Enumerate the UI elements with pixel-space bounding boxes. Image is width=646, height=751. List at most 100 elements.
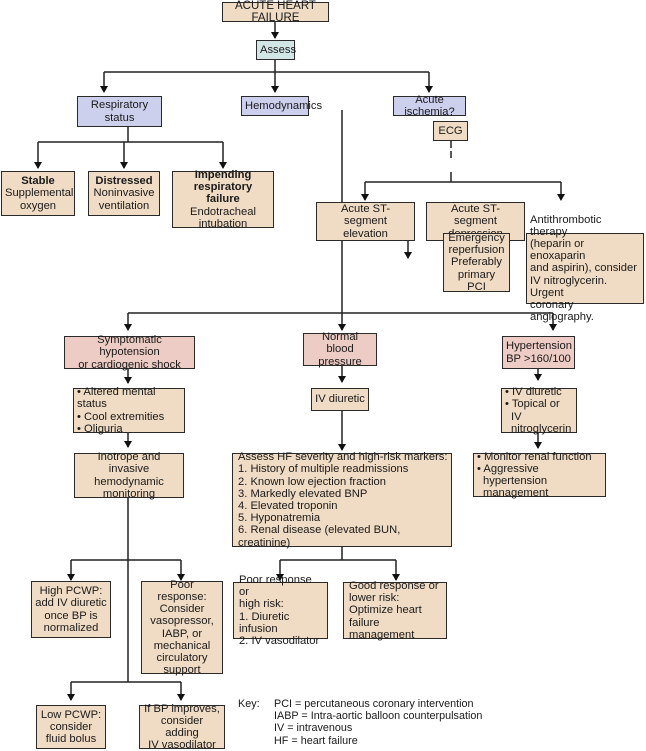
label-line: Acute ST-segment bbox=[340, 203, 391, 228]
label-line: monitoring bbox=[102, 487, 156, 500]
label-line: Antithrombotic therapy bbox=[530, 213, 602, 238]
label-line: IABP, or bbox=[161, 627, 203, 640]
list-item: 2. Known low ejection fraction bbox=[238, 475, 387, 488]
key-label: Key: bbox=[238, 698, 260, 710]
high-pcwp-node: High PCWP: add IV diuretic once BP is no… bbox=[31, 581, 111, 638]
option-line: intubation bbox=[198, 217, 248, 230]
label-line: fluid bolus bbox=[45, 733, 97, 746]
normal-bp-node: Normal blood pressure bbox=[303, 331, 377, 368]
acute-ischemia-node: Acute ischemia? bbox=[393, 94, 466, 118]
option-heading: Stable bbox=[21, 175, 55, 188]
label-line: IV nitroglycerin. Urgent bbox=[530, 274, 608, 299]
label-line: Emergency bbox=[448, 232, 505, 244]
option-heading: Impending respiratory failure bbox=[193, 169, 253, 206]
inotrope-node: Inotrope and invasive hemodynamic monito… bbox=[74, 451, 184, 500]
option-line: Endotracheal bbox=[190, 205, 256, 218]
option-line: Noninvasive bbox=[93, 187, 155, 200]
ecg-node: ECG bbox=[433, 121, 468, 141]
label-line: Symptomatic hypotension bbox=[97, 334, 162, 359]
label-line: Hemodynamics bbox=[245, 99, 323, 112]
label-line: reperfusion bbox=[448, 244, 505, 257]
list-item: 5. Hyponatremia bbox=[238, 512, 321, 525]
label-line: Preferably bbox=[451, 256, 502, 269]
label-line: BP >160/100 bbox=[506, 352, 571, 365]
emergency-reperfusion-node: Emergency reperfusion Preferably primary… bbox=[443, 232, 510, 293]
st-elevation-node: Acute ST-segment elevation bbox=[316, 202, 415, 241]
label-line: pressure bbox=[318, 355, 362, 368]
label-line: 2. IV vasodilator bbox=[239, 634, 320, 647]
legend-key: Key: PCI = percutaneous coronary interven… bbox=[238, 698, 482, 747]
label-line: Optimize heart bbox=[349, 604, 422, 617]
label-line: consider bbox=[49, 720, 93, 733]
hypertension-node: Hypertension BP >160/100 bbox=[502, 336, 575, 369]
label-line: Inotrope and invasive bbox=[97, 451, 161, 476]
label-line: primary PCI bbox=[457, 268, 496, 293]
label-line: consider adding bbox=[160, 714, 204, 739]
label-line: coronary angiography. bbox=[530, 299, 594, 324]
label-line: once BP is bbox=[44, 609, 98, 622]
stable-node: Stable Supplemental oxygen bbox=[1, 171, 75, 216]
title-node: ACUTE HEART FAILURE bbox=[222, 0, 329, 24]
hypotension-signs-node: • Altered mental status • Cool extremiti… bbox=[73, 386, 185, 435]
label-line: Respiratory bbox=[90, 99, 149, 112]
bullet-item: • Altered mental status bbox=[77, 386, 156, 411]
option-line: ventilation bbox=[98, 199, 150, 212]
label-line: status bbox=[104, 111, 135, 124]
respiratory-status-node: Respiratory status bbox=[77, 96, 162, 127]
option-line: oxygen bbox=[19, 199, 57, 212]
label-line: 1. Diuretic infusion bbox=[239, 610, 290, 635]
label-line: Acute ST-segment bbox=[450, 203, 501, 228]
option-line: Supplemental bbox=[5, 187, 74, 200]
hypertension-followup-node: • Monitor renal function • Aggressive hy… bbox=[473, 450, 606, 500]
label-line: ECG bbox=[438, 124, 463, 137]
label-line: Hypertension bbox=[506, 340, 572, 353]
st-depression-node: Acute ST-segment depression bbox=[426, 202, 525, 241]
label-line: Poor response: bbox=[157, 578, 207, 603]
label-line: lower risk: bbox=[349, 592, 400, 605]
label-line: High PCWP: bbox=[39, 585, 103, 598]
bullet-text: Aggressive hypertension management bbox=[483, 462, 549, 500]
good-response-node: Good response or lower risk: Optimize he… bbox=[343, 580, 447, 641]
poor-response-high-risk-node: Poor response or high risk: 1. Diuretic … bbox=[233, 574, 328, 647]
bullet-item: • Monitor renal function bbox=[477, 450, 592, 463]
label-line: hemodynamic bbox=[94, 475, 164, 488]
label-line: Normal blood bbox=[321, 331, 359, 356]
key-entry: PCI = percutaneous coronary intervention bbox=[274, 698, 474, 710]
assess-node: Assess bbox=[256, 40, 297, 60]
list-item: 1. History of multiple readmissions bbox=[238, 463, 409, 476]
bullet-text: Topical or IV nitroglycerin bbox=[511, 398, 572, 435]
label-line: If BP improves, bbox=[144, 702, 220, 715]
low-pcwp-node: Low PCWP: consider fluid bolus bbox=[36, 705, 106, 749]
bullet-item: • Oliguria bbox=[77, 422, 123, 435]
label-line: elevation bbox=[343, 227, 388, 240]
bullet-item: • Topical or IV nitroglycerin bbox=[505, 398, 572, 435]
hypotension-node: Symptomatic hypotension or cardiogenic s… bbox=[64, 334, 195, 371]
label-line: circulatory bbox=[156, 651, 208, 664]
label-line: (heparin or enoxaparin bbox=[530, 238, 586, 263]
bullet-text: IV diuretic bbox=[512, 386, 562, 399]
label-line: or cardiogenic shock bbox=[78, 358, 181, 371]
label-line: support bbox=[163, 664, 201, 677]
label-line: mechanical bbox=[153, 639, 211, 652]
poor-response-vasopressor-node: Poor response: Consider vasopressor, IAB… bbox=[141, 578, 223, 677]
bullet-item: • Aggressive hypertension management bbox=[477, 462, 549, 500]
antithrombotic-node: Antithrombotic therapy (heparin or enoxa… bbox=[526, 214, 644, 323]
key-entry: IV = intravenous bbox=[274, 722, 353, 735]
title-text: ACUTE HEART FAILURE bbox=[235, 0, 316, 24]
list-item: 6. Renal disease (elevated BUN, creatini… bbox=[238, 524, 401, 549]
bullet-item: • Cool extremities bbox=[77, 410, 165, 423]
assess-text: Assess bbox=[260, 43, 297, 56]
label-line: and aspirin), consider bbox=[530, 262, 637, 275]
list-item: 4. Elevated troponin bbox=[238, 500, 338, 512]
bp-improves-node: If BP improves, consider adding IV vasod… bbox=[139, 702, 225, 751]
iv-diuretic-node: IV diuretic bbox=[311, 388, 369, 411]
bullet-item: • IV diuretic bbox=[505, 386, 562, 399]
key-entry: HF = heart failure bbox=[274, 734, 358, 747]
bullet-text: Monitor renal function bbox=[484, 450, 592, 463]
assess-hf-severity-node: Assess HF severity and high-risk markers… bbox=[232, 451, 452, 549]
hypertension-treatment-node: • IV diuretic • Topical or IV nitroglyce… bbox=[501, 386, 577, 435]
label-line: IV diuretic bbox=[315, 393, 365, 406]
list-heading: Assess HF severity and high-risk markers… bbox=[238, 451, 448, 464]
label-line: Consider bbox=[159, 603, 205, 616]
key-entry: IABP = Intra-aortic balloon counterpulsa… bbox=[274, 710, 483, 723]
